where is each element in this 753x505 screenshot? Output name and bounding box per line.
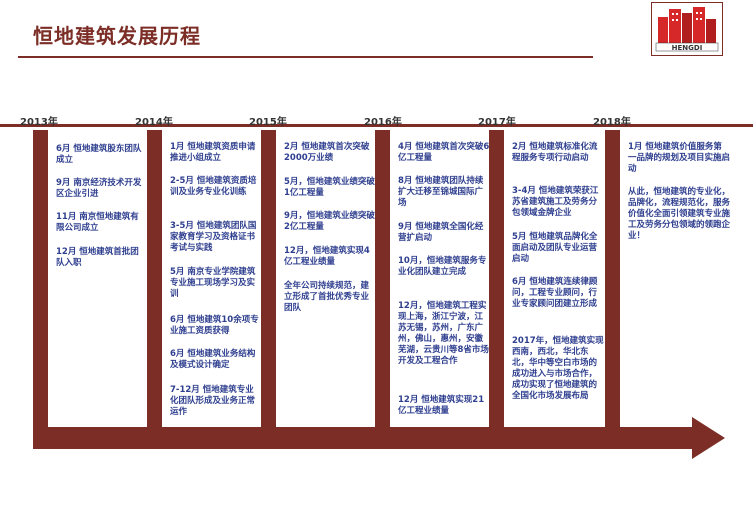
company-logo: HENGDI xyxy=(651,2,723,56)
timeline-entry: 3-5月 恒地建筑团队国家教育学习及资格证书考试与实践 xyxy=(170,221,257,253)
timeline-entry: 9月 南京经济技术开发区企业引进 xyxy=(56,178,142,199)
timeline-arrow-head xyxy=(692,417,725,459)
timeline-entry: 6月 恒地建筑业务结构及模式设计确定 xyxy=(170,349,256,370)
timeline-entry: 2月 恒地建筑标准化流程服务专项行动启动 xyxy=(512,142,598,163)
timeline-entry: 8月 恒地建筑团队持续扩大迁移至锦城国际广场 xyxy=(398,176,484,208)
timeline-entry: 2月 恒地建筑首次突破2000万业绩 xyxy=(284,142,370,163)
timeline-entry: 12月，恒地建筑工程实现上海，浙江宁波，江苏无锡，苏州，广东广州，佛山，惠州，安… xyxy=(398,301,489,366)
timeline-bar-2015 xyxy=(261,130,276,430)
timeline-entry: 5月 南京专业学院建筑专业施工现场学习及实训 xyxy=(170,267,256,299)
timeline-axis xyxy=(0,124,753,127)
timeline-entry: 2-5月 恒地建筑资质培训及业务专业化训练 xyxy=(170,176,257,197)
timeline-arrow-band xyxy=(33,427,693,449)
timeline-entry: 全年公司持续规范，建立形成了首批优秀专业团队 xyxy=(284,281,370,313)
timeline-bar-2016 xyxy=(375,130,390,430)
timeline-entry: 1月 恒地建筑资质申请推进小组成立 xyxy=(170,142,256,163)
page-title: 恒地建筑发展历程 xyxy=(33,24,201,48)
timeline-bar-2014 xyxy=(147,130,162,430)
timeline-entry: 12月 恒地建筑实现21亿工程业绩量 xyxy=(398,395,485,416)
timeline-entry: 从此，恒地建筑的专业化，品牌化，流程规范化，服务价值化全面引领建筑专业施工及劳务… xyxy=(628,187,731,241)
timeline-entry: 6月 恒地建筑股东团队成立 xyxy=(56,144,142,165)
timeline-entry: 4月 恒地建筑首次突破6亿工程量 xyxy=(398,142,490,163)
timeline-entry: 3-4月 恒地建筑荣获江苏省建筑施工及劳务分包领域金牌企业 xyxy=(512,186,599,218)
timeline-entry: 5月 恒地建筑品牌化全面启动及团队专业运营启动 xyxy=(512,232,598,264)
timeline-entry: 12月 恒地建筑首批团队入职 xyxy=(56,247,139,268)
timeline-entry: 11月 南京恒地建筑有限公司成立 xyxy=(56,212,139,233)
timeline-bar-2018 xyxy=(605,130,620,430)
timeline-bar-2017 xyxy=(489,130,504,430)
timeline-bar-2013 xyxy=(33,130,48,430)
timeline-entry: 6月 恒地建筑10余项专业施工资质获得 xyxy=(170,315,259,336)
year-label-2014: 2014年 xyxy=(135,117,173,128)
timeline-entry: 6月 恒地建筑连续律顾问，工程专业顾问，行业专家顾问团建立形成 xyxy=(512,277,598,309)
timeline-entry: 12月，恒地建筑实现4亿工程业绩量 xyxy=(284,246,370,267)
year-label-2016: 2016年 xyxy=(364,117,402,128)
timeline-entry: 7-12月 恒地建筑专业化团队形成及业务正常运作 xyxy=(170,385,256,417)
title-divider xyxy=(18,56,593,58)
timeline-entry: 9月，恒地建筑业绩突破2亿工程量 xyxy=(284,211,375,232)
logo-text: HENGDI xyxy=(672,44,703,52)
year-label-2013: 2013年 xyxy=(20,117,58,128)
year-label-2017: 2017年 xyxy=(478,117,516,128)
timeline-entry: 2017年，恒地建筑实现西南，西北，华北东北，华中等空白市场的成功进入与市场合作… xyxy=(512,336,604,401)
year-label-2015: 2015年 xyxy=(249,117,287,128)
timeline-entry: 10月，恒地建筑服务专业化团队建立完成 xyxy=(398,256,487,277)
timeline-entry: 1月 恒地建筑价值服务第一品牌的规划及项目实施启动 xyxy=(628,142,731,174)
timeline-entry: 5月，恒地建筑业绩突破1亿工程量 xyxy=(284,177,375,198)
timeline-entry: 9月 恒地建筑全国化经营扩启动 xyxy=(398,222,484,243)
year-label-2018: 2018年 xyxy=(593,117,631,128)
